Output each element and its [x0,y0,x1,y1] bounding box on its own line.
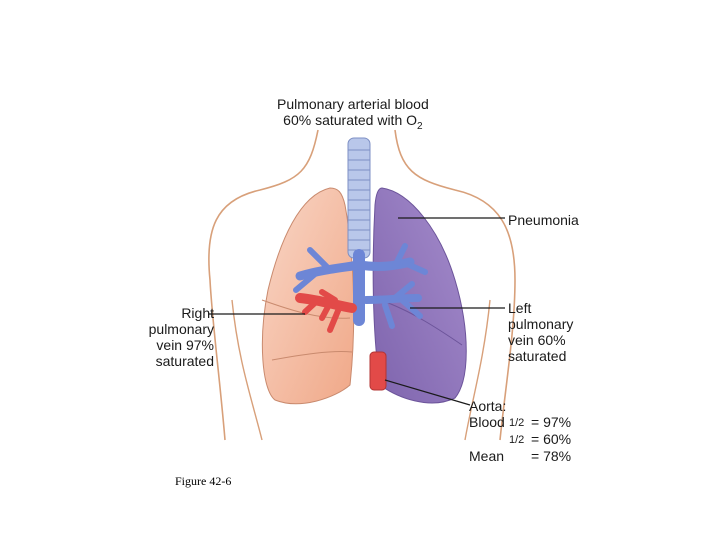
trachea [347,137,371,259]
left-vein-label: Left pulmonary vein 60% saturated [508,300,573,364]
aorta-row2-frac: 1/2 [509,434,525,446]
pulmonary-arterial-line2: 60% saturated with O2 [277,112,429,135]
pneumonia-text: Pneumonia [508,212,579,228]
right-vein-line1: Right [181,305,214,321]
aorta [369,351,387,391]
aorta-row1-value: = 97% [531,414,572,430]
aorta-table: Blood 1/2 = 97% 1/2 = 60% Mean = 78% [469,414,579,468]
right-vein-line4: saturated [155,353,214,369]
left-lung-fissure [379,299,463,346]
left-vein-line4: saturated [508,348,567,364]
right-pulmonary-vein [295,289,357,333]
pulmonary-arterial-line1: Pulmonary arterial blood [277,96,429,112]
left-vein-line1: Left [508,300,532,316]
body-outline-inner [231,299,491,441]
aorta-row2-value: = 60% [531,431,572,447]
body-outline [208,129,516,441]
pneumonia-label: Pneumonia [508,212,579,228]
aorta-row3-label: Mean [469,448,505,464]
leader-lines [208,217,505,406]
right-vein-line3: vein 97% [156,337,214,353]
left-vein-line3: vein 60% [508,332,566,348]
figure-caption: Figure 42-6 [175,474,232,488]
pulmonary-arterial-label: Pulmonary arterial blood 60% saturated w… [277,96,429,135]
right-vein-label: Right pulmonary vein 97% saturated [140,305,214,369]
o2-subscript: 2 [417,120,423,132]
pulmonary-arterial-line2-text: 60% saturated with O [283,112,418,128]
aorta-row1-label: Blood [469,414,505,430]
aorta-row1-frac: 1/2 [509,417,525,429]
aorta-label: Aorta: [469,398,506,414]
right-vein-line2: pulmonary [148,321,214,337]
left-vein-line2: pulmonary [508,316,574,332]
aorta-title: Aorta: [469,398,507,414]
aorta-row3-value: = 78% [531,448,572,464]
